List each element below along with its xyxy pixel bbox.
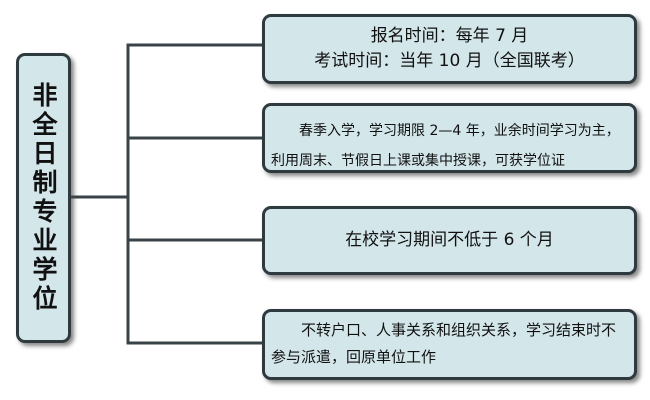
branch-2-text: 春季入学，学习期限 2—4 年，业余时间学习为主，利用周末、节假日上课或集中授课… — [271, 123, 620, 169]
branch-4-text: 不转户口、人事关系和组织关系，学习结束时不参与派遣，回原单位工作 — [271, 321, 617, 366]
branch-1-line-1: 报名时间：每年 7 月 — [370, 26, 529, 46]
branch-node-application: 报名时间：每年 7 月 考试时间：当年 10 月（全国联考） — [262, 14, 637, 84]
branch-3-text: 在校学习期间不低于 6 个月 — [345, 230, 554, 250]
root-node: 非全日制专业学位 — [16, 53, 71, 343]
branch-node-employment: 不转户口、人事关系和组织关系，学习结束时不参与派遣，回原单位工作 — [262, 309, 637, 380]
root-label: 非全日制专业学位 — [29, 82, 58, 314]
branch-1-line-2: 考试时间：当年 10 月（全国联考） — [314, 51, 585, 71]
branch-node-residency: 在校学习期间不低于 6 个月 — [262, 206, 637, 275]
branch-node-study-mode: 春季入学，学习期限 2—4 年，业余时间学习为主，利用周末、节假日上课或集中授课… — [262, 103, 637, 173]
